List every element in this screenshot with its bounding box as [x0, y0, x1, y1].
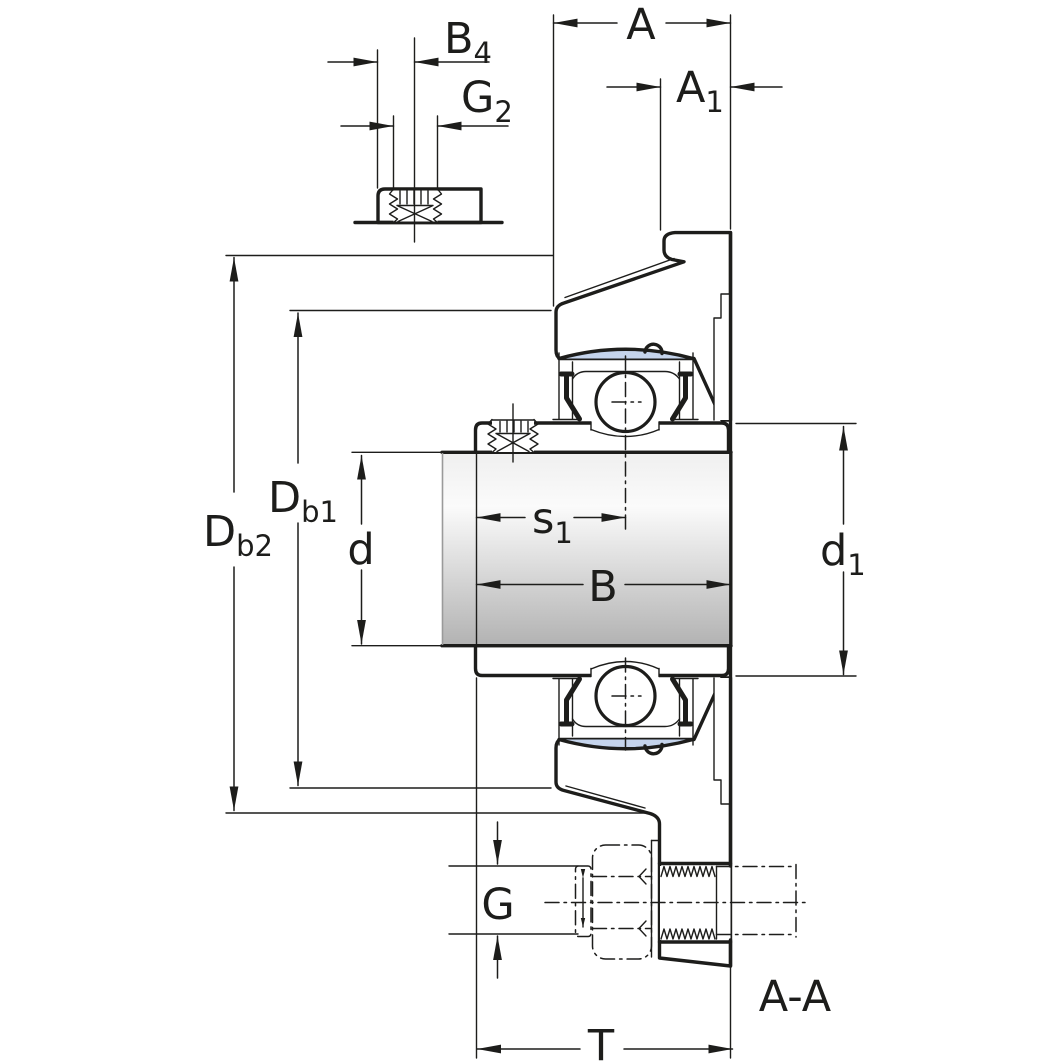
dimension-d1	[735, 422, 857, 677]
detail-inset	[353, 187, 504, 225]
dimension-G2	[340, 115, 509, 190]
thread-crests-bottom	[660, 928, 716, 940]
hex-nut-phantom	[591, 844, 653, 960]
label-B4: B4	[444, 14, 492, 70]
inner-ring	[473, 421, 731, 678]
thread-crests-top	[660, 865, 716, 878]
dimension-T	[475, 677, 734, 1059]
label-G: G	[481, 880, 514, 930]
label-G2: G2	[461, 73, 513, 129]
shaft	[440, 450, 733, 648]
upper-seat-nub	[643, 342, 664, 356]
label-T: T	[587, 1021, 615, 1064]
bolt-end-phantom	[574, 865, 592, 938]
mounting-bolt	[544, 839, 807, 960]
label-d: d	[347, 525, 374, 575]
dimension-labels: A A1 B4 G2 Db2 Db1 d s1 B d1 G T A-A	[203, 0, 866, 1064]
dimension-s1	[475, 451, 627, 647]
label-A: A	[626, 0, 656, 50]
dimension-d	[351, 451, 444, 647]
label-Db1: Db1	[268, 473, 338, 529]
label-s1: s1	[532, 494, 573, 550]
label-d1: d1	[820, 526, 866, 582]
label-B: B	[588, 562, 618, 612]
dimension-A1	[606, 78, 783, 231]
detail-collar	[376, 187, 483, 225]
detail-set-screw	[388, 188, 443, 224]
back-face-recess	[713, 293, 732, 805]
label-Db2: Db2	[203, 507, 273, 563]
label-A1: A1	[676, 63, 724, 119]
dimension-B4	[327, 37, 490, 243]
dimension-G	[448, 821, 579, 979]
upper-slope-chamfer-line	[564, 257, 675, 299]
bearing-seals	[558, 371, 694, 727]
set-screw	[487, 403, 539, 463]
lower-slope-chamfer-line	[565, 785, 646, 809]
dimension-Db1	[289, 309, 552, 789]
dimension-A	[552, 14, 732, 307]
label-section-AA: A-A	[759, 972, 832, 1022]
bolt-shank-phantom	[715, 863, 797, 938]
lower-seat-nub	[643, 742, 664, 756]
bearing-balls	[594, 355, 657, 751]
dimension-Db2	[225, 254, 652, 814]
